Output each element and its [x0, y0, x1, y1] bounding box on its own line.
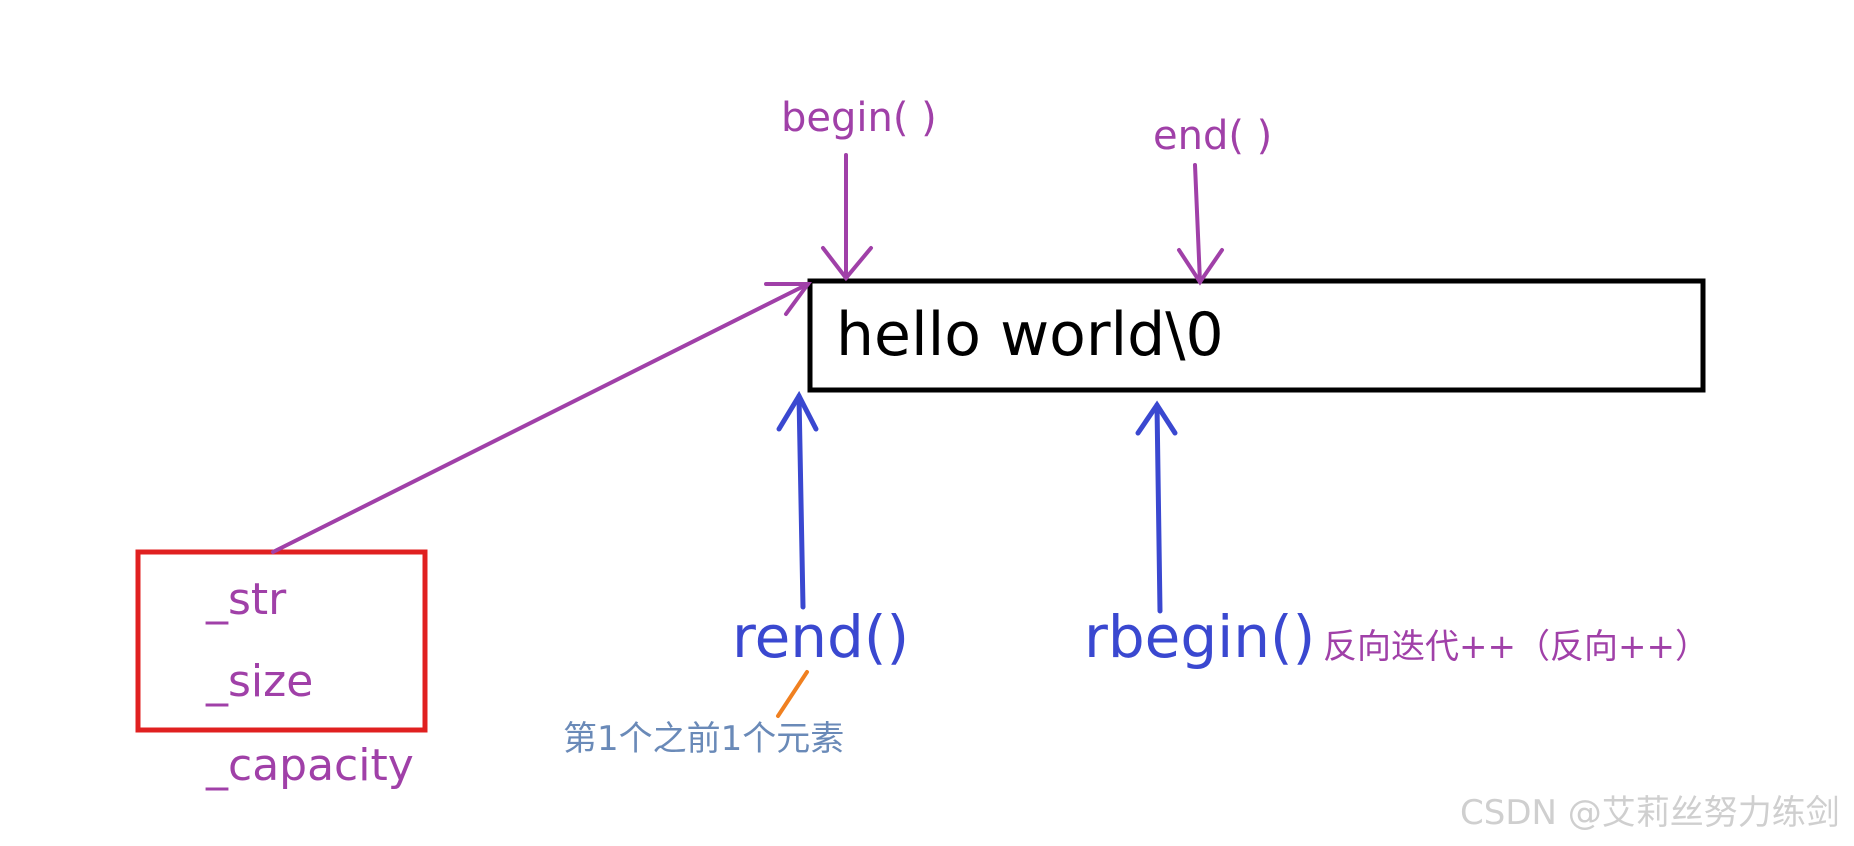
rend-arrow [776, 390, 819, 610]
field-capacity: _capacity [206, 740, 414, 791]
rbegin-arrow [1135, 400, 1178, 614]
string-buffer-text: hello world\0 [836, 300, 1224, 370]
rend-note-connector [776, 670, 809, 718]
rend-note: 第1个之前1个元素 [563, 719, 845, 759]
end-arrow [1177, 163, 1224, 286]
str-pointer-arrow [271, 282, 812, 554]
begin-arrow [821, 153, 873, 282]
end-label: end( ) [1153, 113, 1273, 159]
string-buffer-box [807, 278, 1706, 393]
watermark: CSDN @艾莉丝努力练剑 [1460, 793, 1840, 833]
field-size: _size [206, 656, 314, 707]
rend-label: rend() [732, 603, 910, 671]
struct-box [135, 549, 428, 733]
rbegin-note: 反向迭代++（反向++） [1323, 627, 1709, 667]
rbegin-label: rbegin() [1084, 603, 1316, 671]
begin-label: begin( ) [781, 95, 937, 141]
field-str: _str [206, 574, 287, 625]
